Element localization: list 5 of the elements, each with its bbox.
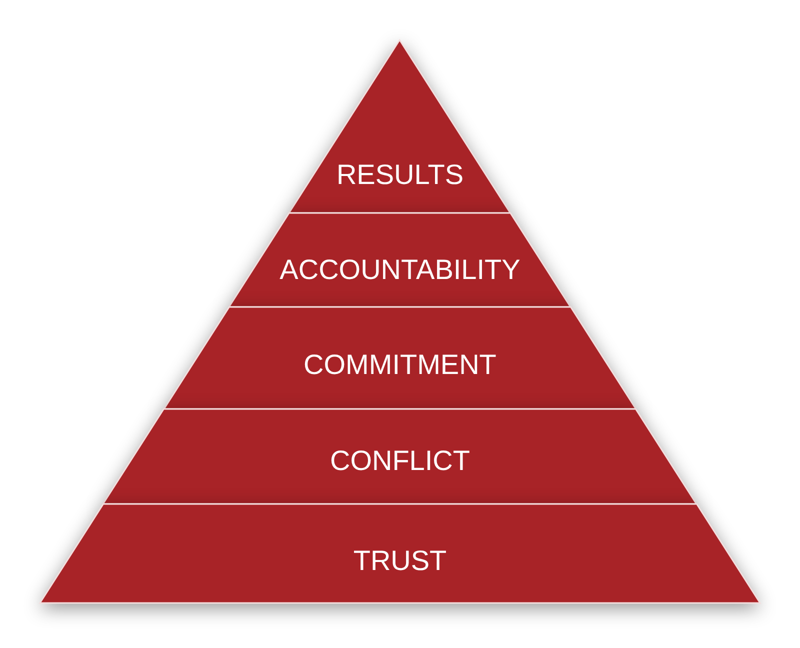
tier-label: TRUST xyxy=(353,545,447,577)
tier-label: COMMITMENT xyxy=(304,349,496,381)
tier-label: RESULTS xyxy=(336,159,464,191)
tier-label: ACCOUNTABILITY xyxy=(280,254,520,286)
tier-label: CONFLICT xyxy=(330,445,470,477)
